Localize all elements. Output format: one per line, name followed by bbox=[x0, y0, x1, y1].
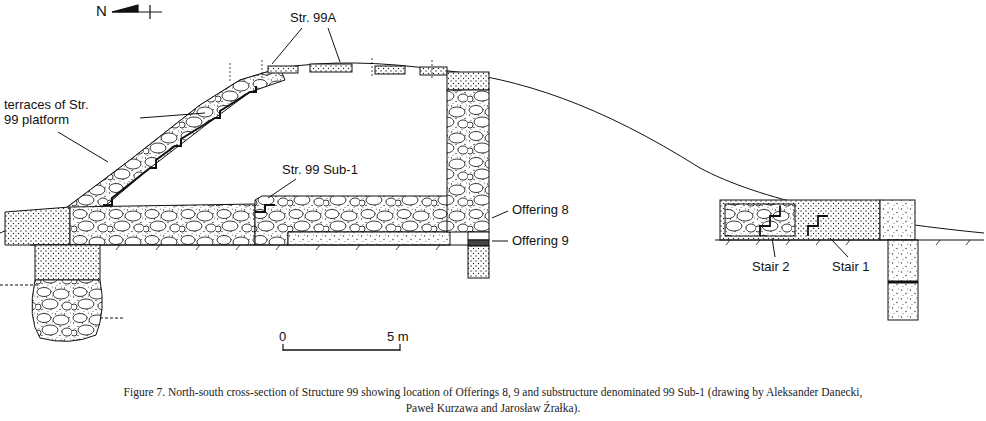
label: Offering 9 bbox=[512, 233, 569, 248]
column-top bbox=[447, 72, 489, 90]
offering-8-mark bbox=[468, 232, 489, 240]
stair-steps bbox=[760, 206, 828, 236]
pit-fill bbox=[468, 246, 489, 278]
section-markers bbox=[230, 58, 432, 82]
floor-layer bbox=[288, 232, 450, 245]
terrace-band bbox=[66, 68, 285, 212]
scale-bar bbox=[283, 344, 400, 351]
right-pit bbox=[888, 240, 918, 320]
label: 0 bbox=[279, 329, 286, 344]
terrace-steps bbox=[98, 86, 256, 212]
sub-1-steps bbox=[255, 205, 275, 212]
stair-block bbox=[720, 200, 880, 240]
label: terraces of Str. 99 platform bbox=[4, 97, 104, 127]
stair-fill bbox=[880, 200, 915, 240]
leader-lines bbox=[58, 28, 848, 257]
label: Stair 2 bbox=[752, 259, 790, 274]
figure-caption: Figure 7. North-south cross-section of S… bbox=[118, 384, 868, 416]
leader-line bbox=[140, 113, 205, 118]
label: N bbox=[96, 3, 107, 18]
label: 5 m bbox=[387, 329, 409, 344]
sub-1-structure bbox=[255, 196, 450, 245]
pit-rubble bbox=[32, 280, 102, 341]
label: Stair 1 bbox=[832, 259, 870, 274]
north-arrow bbox=[112, 5, 162, 19]
label: Offering 8 bbox=[512, 202, 569, 217]
rubble-fill bbox=[70, 204, 255, 245]
label: Str. 99 Sub-1 bbox=[282, 162, 358, 177]
str-99a-floor bbox=[268, 64, 447, 75]
label: Str. 99A bbox=[290, 10, 336, 25]
fill-layer bbox=[5, 207, 70, 245]
offering-9-mark bbox=[468, 240, 489, 246]
rubble-column bbox=[447, 90, 489, 232]
pit-layers bbox=[35, 245, 100, 280]
